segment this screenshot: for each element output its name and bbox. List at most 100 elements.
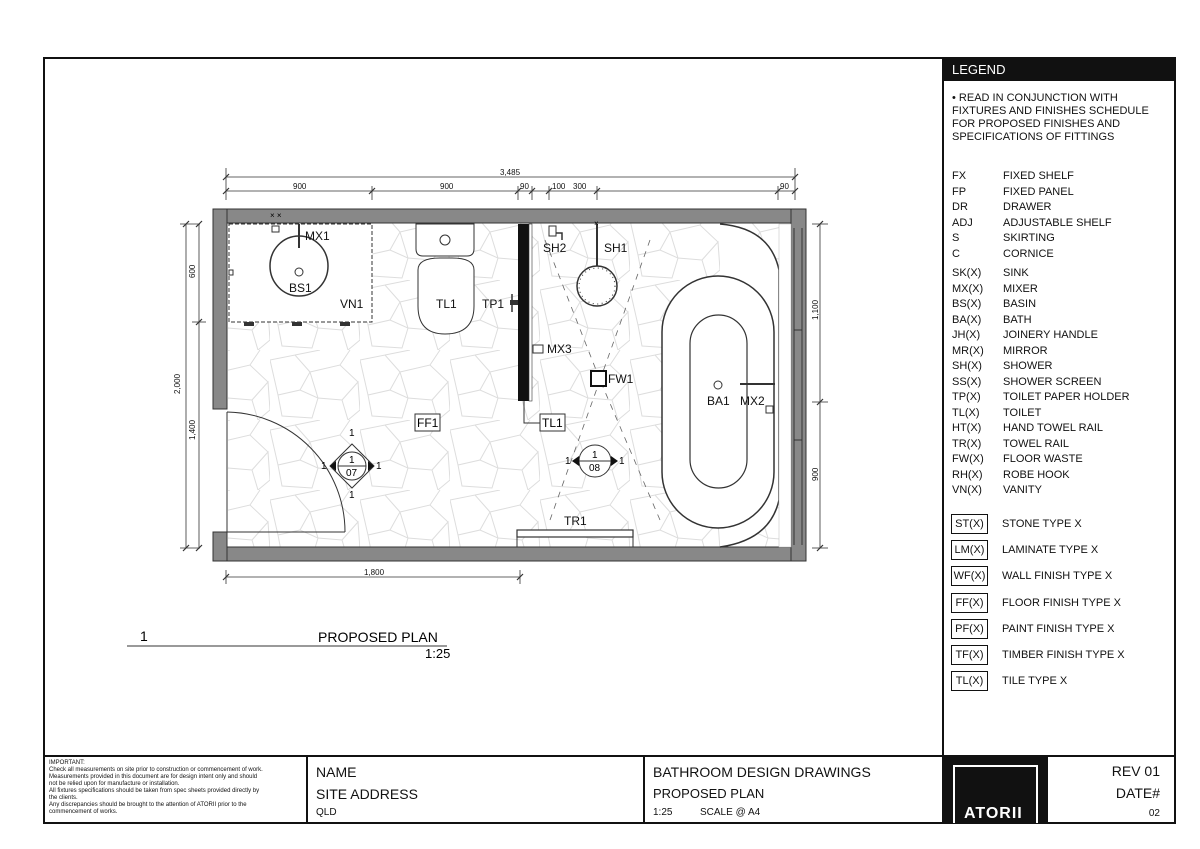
bathtub-inner	[689, 314, 748, 489]
finish-code-box: PF(X)	[951, 618, 988, 639]
finish-description: STONE TYPE X	[1002, 518, 1082, 530]
abbreviation-code: MX(X)	[952, 282, 984, 295]
abbreviation-code: TP(X)	[952, 391, 981, 403]
dimension-ticks	[182, 173, 824, 581]
logo-frame	[953, 765, 1038, 823]
toilet-paper-holder	[510, 300, 518, 305]
important-note-line: the clients.	[49, 795, 78, 801]
legend-title: LEGEND	[944, 59, 1174, 81]
marker-07-top: 1	[349, 428, 355, 439]
caption-number: 1	[140, 628, 148, 644]
room-walls	[212, 208, 807, 562]
site-address: SITE ADDRESS	[316, 786, 418, 802]
abbreviation-code: RH(X)	[952, 468, 983, 481]
title-block-divider	[643, 755, 645, 824]
label-vn1: VN1	[340, 297, 364, 311]
important-note-line: commencement of works.	[49, 809, 118, 815]
title-block	[43, 755, 1176, 824]
finish-code-box: TL(X)	[951, 671, 988, 692]
dimension-lines	[180, 168, 828, 584]
marker-08-left: 1	[565, 456, 571, 467]
legend-note: • READ IN CONJUNCTION WITH FIXTURES AND …	[952, 92, 1149, 143]
important-note-line: All fixtures specifications should be ta…	[49, 788, 260, 794]
shower-wall-mark: ×	[594, 219, 599, 228]
abbreviation-code: FX	[952, 170, 967, 182]
abbreviation-code: DR	[952, 201, 968, 213]
important-note-line: Measurements provided in this document a…	[49, 774, 258, 780]
abbreviation-code: TR(X)	[952, 437, 982, 450]
marker-08-right: 1	[619, 456, 625, 467]
legend-panel	[942, 57, 1176, 756]
dim-seg5: 300	[573, 182, 587, 191]
scale-note: SCALE @ A4	[700, 807, 761, 818]
title-block-divider	[306, 755, 308, 824]
label-sh1: SH1	[604, 241, 628, 255]
abbreviation-description: TOILET PAPER HOLDER	[1003, 391, 1130, 403]
atorii-logo: ATORII	[944, 757, 1048, 823]
marker-07-left: 1	[321, 461, 327, 472]
project-title: BATHROOM DESIGN DRAWINGS	[653, 764, 871, 780]
vanity-drawer-pull	[244, 322, 254, 326]
dim-right-bottom: 900	[811, 467, 820, 481]
abbreviation-description: TOWEL RAIL	[1003, 437, 1070, 450]
abbreviation-description: JOINERY HANDLE	[1003, 329, 1098, 341]
abbreviation-description: SKIRTING	[1003, 232, 1055, 244]
marker-07-number: 07	[346, 468, 358, 479]
abbreviation-description: FIXED PANEL	[1003, 185, 1074, 198]
caption-title: PROPOSED PLAN	[318, 629, 438, 645]
dim-seg2: 900	[440, 182, 454, 191]
abbreviation-description: MIXER	[1003, 282, 1038, 295]
toilet	[415, 223, 475, 335]
abbreviation-code: VN(X)	[952, 484, 982, 496]
abbreviation-code: TL(X)	[952, 406, 980, 419]
caption-scale: 1:25	[425, 646, 450, 661]
vanity-side-handle	[228, 269, 234, 276]
abbreviation-code: SH(X)	[952, 360, 982, 372]
finish-description: FLOOR FINISH TYPE X	[1002, 596, 1121, 609]
bath-mixer-body	[765, 405, 774, 414]
finish-code-box: ST(X)	[951, 514, 988, 534]
important-notes: Check all measurements on site prior to …	[49, 767, 304, 816]
label-tr1: TR1	[564, 514, 587, 528]
abbreviation-code: MR(X)	[952, 344, 984, 357]
abbreviation-code: FP	[952, 185, 967, 198]
label-mx3: MX3	[547, 342, 572, 356]
finish-code-box: FF(X)	[951, 592, 988, 613]
elevation-marker-08	[572, 444, 618, 478]
dim-left-top: 600	[188, 264, 197, 278]
rain-shower-nozzles	[578, 267, 616, 305]
site-state: QLD	[316, 807, 337, 818]
label-fw1: FW1	[608, 372, 634, 386]
abbreviation-description: VANITY	[1003, 484, 1042, 496]
finish-code-box: WF(X)	[951, 566, 988, 587]
logo-wordmark: ATORII	[961, 805, 1026, 823]
important-note-line: not be relied upon for manufacture or in…	[49, 781, 180, 787]
revision: REV 01	[1111, 763, 1160, 779]
tl1-leader	[523, 401, 540, 424]
door-swing	[213, 408, 346, 533]
towel-rail	[516, 529, 634, 538]
shower-mixer	[532, 344, 544, 354]
abbreviation-description: ROBE HOOK	[1003, 468, 1070, 481]
abbreviation-description: HAND TOWEL RAIL	[1003, 422, 1104, 434]
label-tp1: TP1	[482, 297, 504, 311]
basin-drain	[294, 267, 304, 277]
abbreviation-description: BASIN	[1003, 298, 1037, 310]
date: DATE#	[1115, 785, 1160, 801]
rain-shower-head	[576, 265, 618, 307]
title-block-divider	[942, 755, 944, 824]
abbreviation-description: ADJUSTABLE SHELF	[1003, 216, 1112, 229]
marker-07-right: 1	[376, 461, 382, 472]
abbreviation-description: SHOWER SCREEN	[1003, 375, 1102, 388]
sheet-number: 02	[1148, 808, 1160, 819]
basin-control	[271, 225, 280, 233]
drawing-sheet-border	[43, 57, 1176, 824]
hand-shower-bracket	[548, 225, 557, 237]
marker-07-bottom: 1	[349, 490, 355, 501]
hand-shower-arm	[556, 232, 563, 240]
abbreviation-code: SS(X)	[952, 375, 982, 388]
shower-partition	[518, 224, 529, 401]
abbreviation-description: SHOWER	[1003, 360, 1053, 372]
dim-seg6: 90	[780, 182, 789, 191]
abbreviation-code: BA(X)	[952, 313, 982, 326]
